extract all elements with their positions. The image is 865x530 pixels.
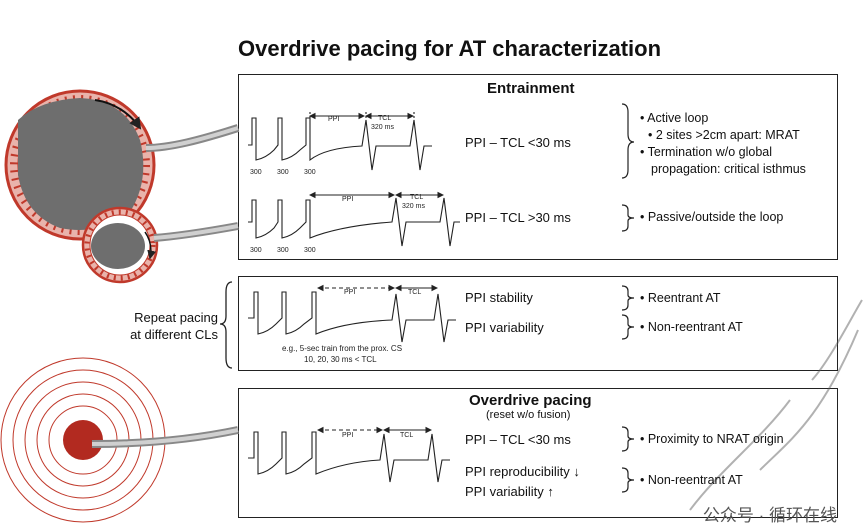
watermark-lines	[689, 299, 863, 511]
figure-title: Overdrive pacing for AT characterization	[238, 36, 662, 61]
row2-formula: PPI – TCL >30 ms	[465, 210, 571, 225]
repeat-note-1: e.g., 5-sec train from the prox. CS	[282, 344, 403, 353]
row2-pace-label-3: 300	[304, 247, 316, 254]
row2-ppi-label: PPI	[342, 196, 354, 203]
row2-tcl-value: 320 ms	[402, 203, 425, 210]
ppi-reproducibility-label: PPI reproducibility ↓	[465, 464, 580, 479]
entrainment-heading: Entrainment	[487, 80, 575, 97]
non-reentrant-at-result: • Non-reentrant AT	[640, 320, 743, 334]
overdrive-pacing-panel	[238, 388, 838, 518]
overdrive-tcl-label: TCL	[400, 432, 414, 439]
repeat-pacing-label-1: Repeat pacing	[134, 310, 218, 325]
small-reentry-circuit-icon	[81, 206, 159, 284]
row2-pace-label-1: 300	[250, 247, 262, 254]
row1-result-4: propagation: critical isthmus	[651, 162, 806, 176]
row1-tcl-value: 320 ms	[371, 124, 394, 131]
ppi-stability-label: PPI stability	[465, 290, 533, 305]
proximity-result: • Proximity to NRAT origin	[640, 432, 784, 446]
overdrive-non-reentrant-result: • Non-reentrant AT	[640, 473, 743, 487]
reentrant-at-result: • Reentrant AT	[640, 291, 721, 305]
row2-pace-label-2: 300	[277, 247, 289, 254]
repeat-tcl-label: TCL	[408, 289, 422, 296]
overdrive-formula: PPI – TCL <30 ms	[465, 432, 571, 447]
row2-result-1: • Passive/outside the loop	[640, 210, 784, 224]
overdrive-ppi-label: PPI	[342, 432, 354, 439]
ppi-variability-overdrive-label: PPI variability ↑	[465, 484, 554, 499]
row1-result-2: • 2 sites >2cm apart: MRAT	[648, 128, 800, 142]
repeat-note-2: 10, 20, 30 ms < TCL	[304, 355, 377, 364]
repeat-pacing-label-2: at different CLs	[130, 327, 218, 342]
egm-trace-row2	[248, 191, 460, 247]
entrainment-panel	[238, 74, 838, 260]
row1-ppi-label: PPI	[328, 116, 340, 123]
repeat-ppi-label: PPI	[344, 289, 356, 296]
row1-pace-label-1: 300	[250, 169, 262, 176]
egm-trace-row1	[248, 112, 432, 171]
overdrive-subheading: (reset w/o fusion)	[486, 409, 571, 421]
ppi-variability-label: PPI variability	[465, 320, 544, 335]
row1-pace-label-3: 300	[304, 169, 316, 176]
egm-trace-row3	[248, 284, 456, 343]
egm-trace-row4	[248, 426, 450, 483]
row2-tcl-label: TCL	[410, 194, 424, 201]
row1-result-3: • Termination w/o global	[640, 145, 772, 159]
repeat-pacing-panel	[238, 276, 838, 371]
row1-result-1: • Active loop	[640, 111, 709, 125]
large-reentry-circuit-icon	[4, 89, 156, 241]
overdrive-heading: Overdrive pacing	[469, 392, 592, 409]
watermark-text: 公众号 · 循环在线	[702, 506, 837, 525]
row1-pace-label-2: 300	[277, 169, 289, 176]
row1-tcl-label: TCL	[378, 115, 392, 122]
row1-formula: PPI – TCL <30 ms	[465, 135, 571, 150]
